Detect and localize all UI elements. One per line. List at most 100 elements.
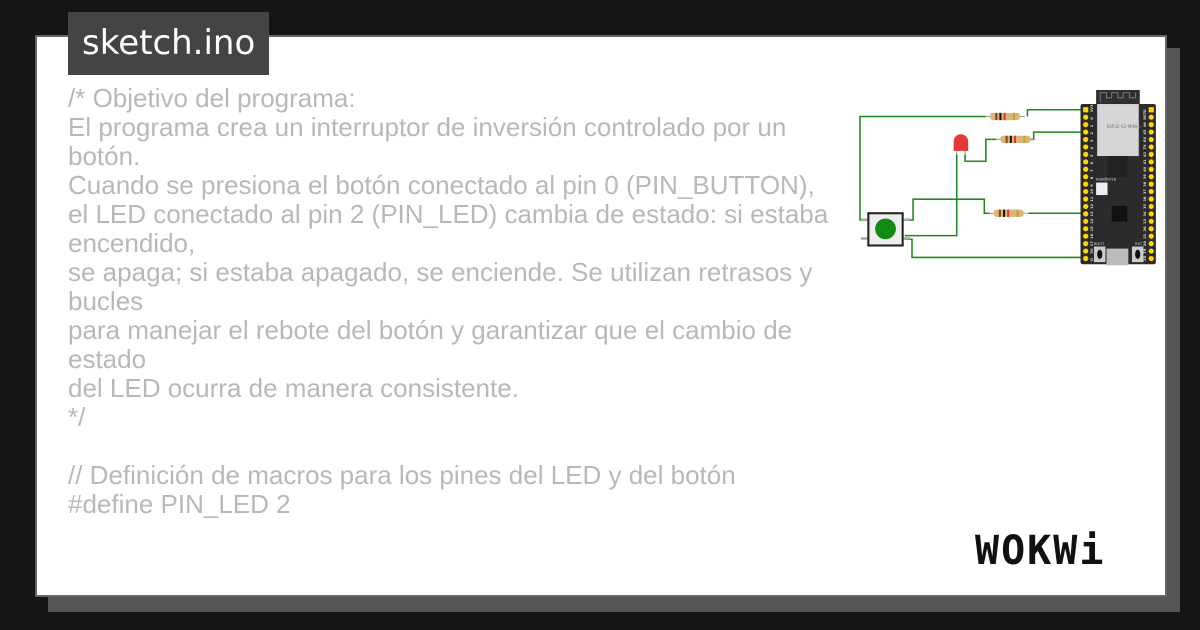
pin-label: 0 xyxy=(1090,117,1094,120)
resistor-band xyxy=(1009,135,1012,144)
wire xyxy=(904,238,1087,259)
pin xyxy=(1148,196,1154,202)
pin xyxy=(1083,203,1089,210)
wire xyxy=(1026,108,1087,117)
pin-label: 18 xyxy=(1143,256,1147,262)
pin-label: RX xyxy=(1143,136,1147,142)
resistor-band xyxy=(998,209,1001,217)
code-line: */ xyxy=(68,402,86,432)
antenna xyxy=(1099,92,1137,102)
resistor-band xyxy=(1012,112,1015,121)
code-line: Cuando se presiona el botón conectado al… xyxy=(68,170,815,200)
code-preview: /* Objetivo del programa:El programa cre… xyxy=(68,84,848,519)
boot-label: BOOT xyxy=(1094,242,1105,246)
resistor-band xyxy=(1003,112,1006,121)
pin-label: 40 xyxy=(1143,166,1147,172)
resistor-band xyxy=(1003,209,1006,217)
pin-label: 34 xyxy=(1143,211,1147,217)
pin-label: 5 xyxy=(1090,154,1094,157)
pin xyxy=(1083,107,1089,113)
pin xyxy=(1083,166,1089,172)
pin-label: 15 xyxy=(1090,226,1094,232)
pin-label: 7 xyxy=(1090,169,1094,172)
pin-label: 19 xyxy=(1143,248,1147,254)
preview-card xyxy=(35,35,1167,597)
pin-label: 35 xyxy=(1143,204,1147,210)
wire xyxy=(1028,131,1087,141)
pin xyxy=(1148,166,1154,172)
pin xyxy=(1148,211,1154,217)
pin-label: 4 xyxy=(1090,147,1094,150)
code-line: #define PIN_LED 2 xyxy=(68,489,291,519)
pin xyxy=(1083,255,1089,262)
pin-label: 14 xyxy=(1090,218,1094,224)
button-pin xyxy=(861,237,869,240)
resistor-band xyxy=(999,112,1002,121)
pin-label: 12 xyxy=(1090,204,1094,210)
pin xyxy=(1083,226,1089,232)
pin-label: TX xyxy=(1143,144,1147,149)
code-line: para manejar el rebote del botón y garan… xyxy=(68,315,800,374)
chip xyxy=(1111,205,1128,222)
wokwi-logo: WOKWi xyxy=(975,528,1106,574)
pin xyxy=(1083,151,1089,157)
pin xyxy=(1148,255,1154,262)
resistor-band xyxy=(1016,209,1019,217)
pin xyxy=(1148,248,1154,254)
pin-label: 20 xyxy=(1143,241,1147,247)
resistor-band xyxy=(1005,135,1008,144)
pin xyxy=(1083,181,1089,187)
pin xyxy=(1083,136,1089,143)
regulator xyxy=(1107,156,1128,177)
pin-label: 2 xyxy=(1090,132,1094,135)
pin xyxy=(1148,203,1154,210)
pin-label: 3 xyxy=(1090,139,1094,142)
pin xyxy=(1148,151,1154,157)
module-shield xyxy=(1097,104,1139,157)
pin-label: 13 xyxy=(1090,211,1094,217)
pin-label: 9 xyxy=(1090,184,1094,187)
pin-label: 11 xyxy=(1090,196,1094,202)
pin-label: 1 xyxy=(1090,124,1094,127)
pin xyxy=(1083,114,1089,120)
pin xyxy=(1148,218,1154,224)
module-label: ESP32-S2-MINI-1 xyxy=(1107,124,1142,129)
code-line: El programa crea un interruptor de inver… xyxy=(68,112,794,171)
pin xyxy=(1148,226,1154,232)
pin-label: 39 xyxy=(1143,174,1147,180)
pin-label: 17 xyxy=(1090,241,1094,247)
rst-button-cap xyxy=(1135,249,1141,259)
pin xyxy=(1148,181,1154,187)
pin xyxy=(1148,107,1154,113)
pin xyxy=(1083,241,1089,247)
pin xyxy=(1148,136,1154,143)
pin xyxy=(1083,211,1089,217)
led xyxy=(953,134,969,151)
usb-port xyxy=(1106,248,1129,266)
pin-label: G xyxy=(1143,109,1147,112)
sketch-title: sketch.ino xyxy=(68,12,270,75)
wire xyxy=(964,138,997,163)
pin xyxy=(1083,159,1089,165)
pin xyxy=(1083,188,1089,195)
code-line: /* Objetivo del programa: xyxy=(68,83,356,113)
pin xyxy=(1148,159,1154,165)
pin-label: 10 xyxy=(1090,189,1094,195)
pin xyxy=(1148,174,1154,180)
pin xyxy=(1083,248,1089,254)
button-pin xyxy=(902,218,910,222)
pin xyxy=(1148,241,1154,247)
resistor-band xyxy=(1023,135,1026,144)
wire xyxy=(904,153,958,237)
pin-label: 41 xyxy=(1143,159,1147,165)
resistor-band xyxy=(1007,209,1010,217)
pin xyxy=(1083,196,1089,202)
pin xyxy=(1148,129,1154,135)
resistor-band xyxy=(1013,135,1017,144)
pin-label: 5V xyxy=(1090,248,1094,254)
pin-label: 38 xyxy=(1143,181,1147,187)
pin-label: 42 xyxy=(1143,151,1147,157)
pin xyxy=(1148,122,1154,128)
pin xyxy=(1148,114,1154,120)
rst-label: RST xyxy=(1135,242,1143,246)
